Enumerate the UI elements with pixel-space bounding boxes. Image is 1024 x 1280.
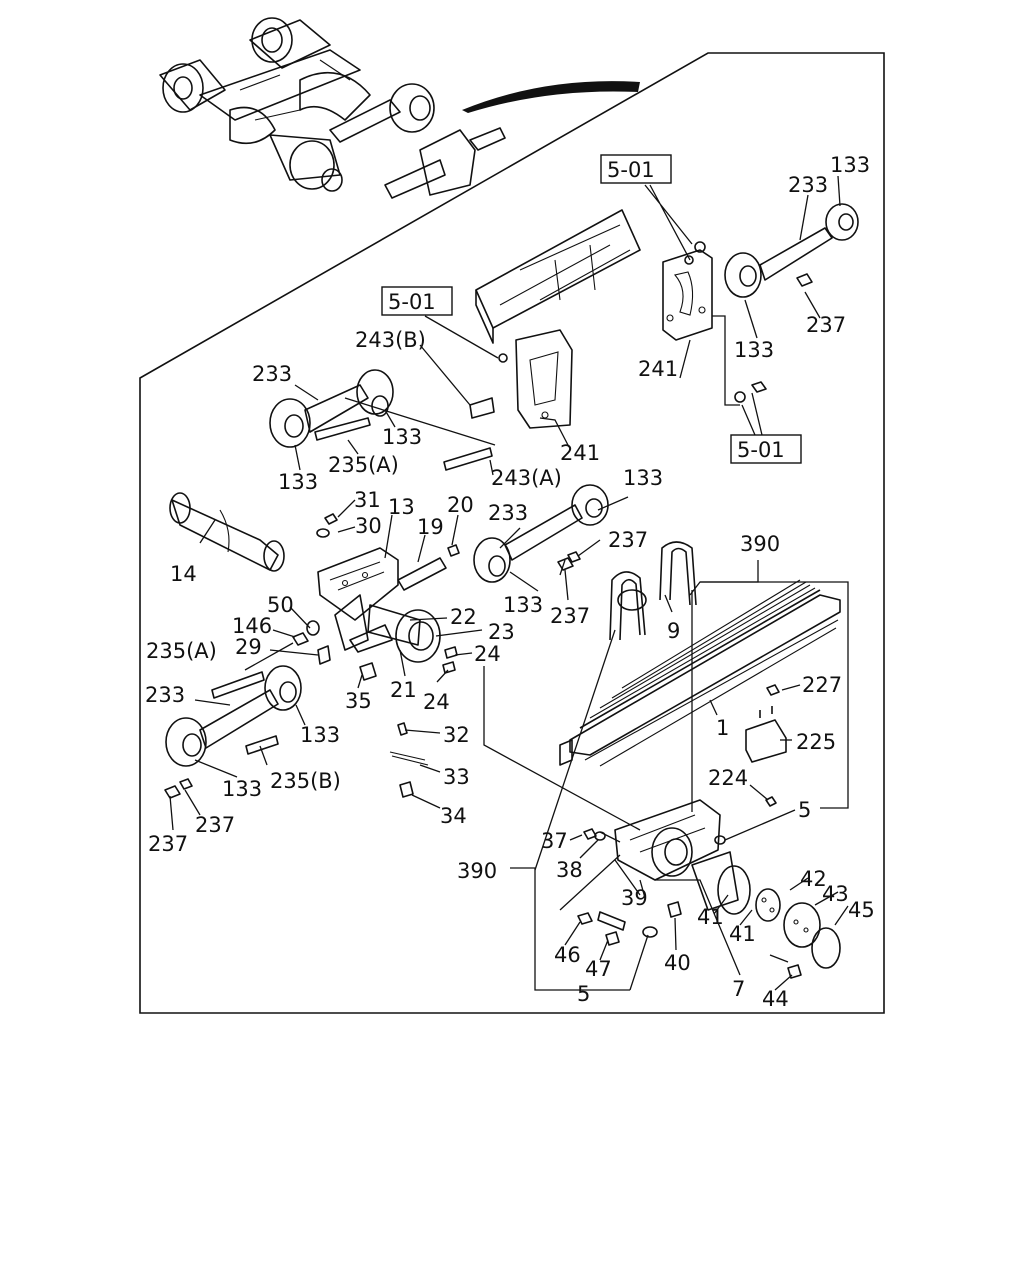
torque-rod-top-right: [684, 203, 859, 403]
leaf-spring: [559, 579, 841, 767]
diagram-frame: [139, 52, 885, 1014]
label-133: 133: [222, 777, 262, 801]
label-5: 5: [798, 798, 811, 822]
spring-shaft-tube: [169, 492, 285, 572]
label-46: 46: [554, 943, 581, 967]
label-233: 233: [488, 501, 528, 525]
label-33: 33: [443, 765, 470, 789]
label-13: 13: [388, 495, 415, 519]
label-43: 43: [822, 882, 849, 906]
label-31: 31: [354, 488, 381, 512]
label-39: 39: [621, 886, 648, 910]
label-133: 133: [503, 593, 543, 617]
label-233: 233: [788, 173, 828, 197]
label-390: 390: [740, 532, 780, 556]
part-labels: 133 233 5-01 237 133 241 5-01 243(B) 233…: [145, 153, 875, 1011]
label-38: 38: [556, 858, 583, 882]
label-133: 133: [830, 153, 870, 177]
label-224: 224: [708, 766, 748, 790]
torque-rod-upper-left: [269, 369, 493, 471]
label-235-b: 235(B): [270, 769, 341, 793]
label-24: 24: [474, 642, 501, 666]
label-34: 34: [440, 804, 467, 828]
label-5: 5: [577, 982, 590, 1006]
label-133: 133: [382, 425, 422, 449]
label-19: 19: [417, 515, 444, 539]
spring-stopper: [745, 684, 787, 763]
frame-rail: [475, 209, 641, 344]
label-24: 24: [423, 690, 450, 714]
label-243-b: 243(B): [355, 328, 426, 352]
label-22: 22: [450, 605, 477, 629]
label-146: 146: [232, 614, 272, 638]
ref-box-5-01-left: [381, 286, 453, 316]
label-227: 227: [802, 673, 842, 697]
label-7: 7: [732, 977, 745, 1001]
label-233: 233: [145, 683, 185, 707]
label-35: 35: [345, 689, 372, 713]
label-30: 30: [355, 514, 382, 538]
label-14: 14: [170, 562, 197, 586]
label-133: 133: [300, 723, 340, 747]
overview-pointer-arrow: [462, 81, 640, 113]
label-237: 237: [806, 313, 846, 337]
label-40: 40: [664, 951, 691, 975]
label-241: 241: [638, 357, 678, 381]
label-237: 237: [608, 528, 648, 552]
spring-seat-assembly: [577, 796, 841, 979]
label-133: 133: [278, 470, 318, 494]
label-1: 1: [716, 716, 729, 740]
label-5-01: 5-01: [607, 158, 655, 182]
label-21: 21: [390, 678, 417, 702]
label-37: 37: [541, 829, 568, 853]
label-133: 133: [734, 338, 774, 362]
ref-box-5-01-top: [600, 154, 672, 184]
label-390: 390: [457, 859, 497, 883]
label-237: 237: [195, 813, 235, 837]
label-133: 133: [623, 466, 663, 490]
label-44: 44: [762, 987, 789, 1011]
label-50: 50: [267, 593, 294, 617]
label-45: 45: [848, 898, 875, 922]
label-41: 41: [697, 905, 724, 929]
label-47: 47: [585, 957, 612, 981]
label-233: 233: [252, 362, 292, 386]
u-bolts: [609, 541, 697, 641]
label-235-a: 235(A): [146, 639, 217, 663]
ref-box-5-01-right: [730, 434, 802, 464]
label-9: 9: [667, 619, 680, 643]
label-235-a: 235(A): [328, 453, 399, 477]
label-243-a: 243(A): [491, 466, 562, 490]
leader-lines: [169, 175, 849, 991]
label-29: 29: [235, 635, 262, 659]
upper-bracket-left: [469, 329, 573, 429]
label-42: 42: [800, 867, 827, 891]
label-237: 237: [550, 604, 590, 628]
upper-bracket-right: [662, 249, 713, 341]
label-20: 20: [447, 493, 474, 517]
torque-rod-lower-left: [164, 665, 429, 799]
torque-rod-middle: [473, 484, 609, 583]
label-241: 241: [560, 441, 600, 465]
label-237: 237: [148, 832, 188, 856]
label-32: 32: [443, 723, 470, 747]
label-41: 41: [729, 922, 756, 946]
label-225: 225: [796, 730, 836, 754]
axle-overview-illustration: [159, 17, 506, 199]
label-5-01: 5-01: [737, 438, 785, 462]
label-5-01: 5-01: [388, 290, 436, 314]
label-23: 23: [488, 620, 515, 644]
